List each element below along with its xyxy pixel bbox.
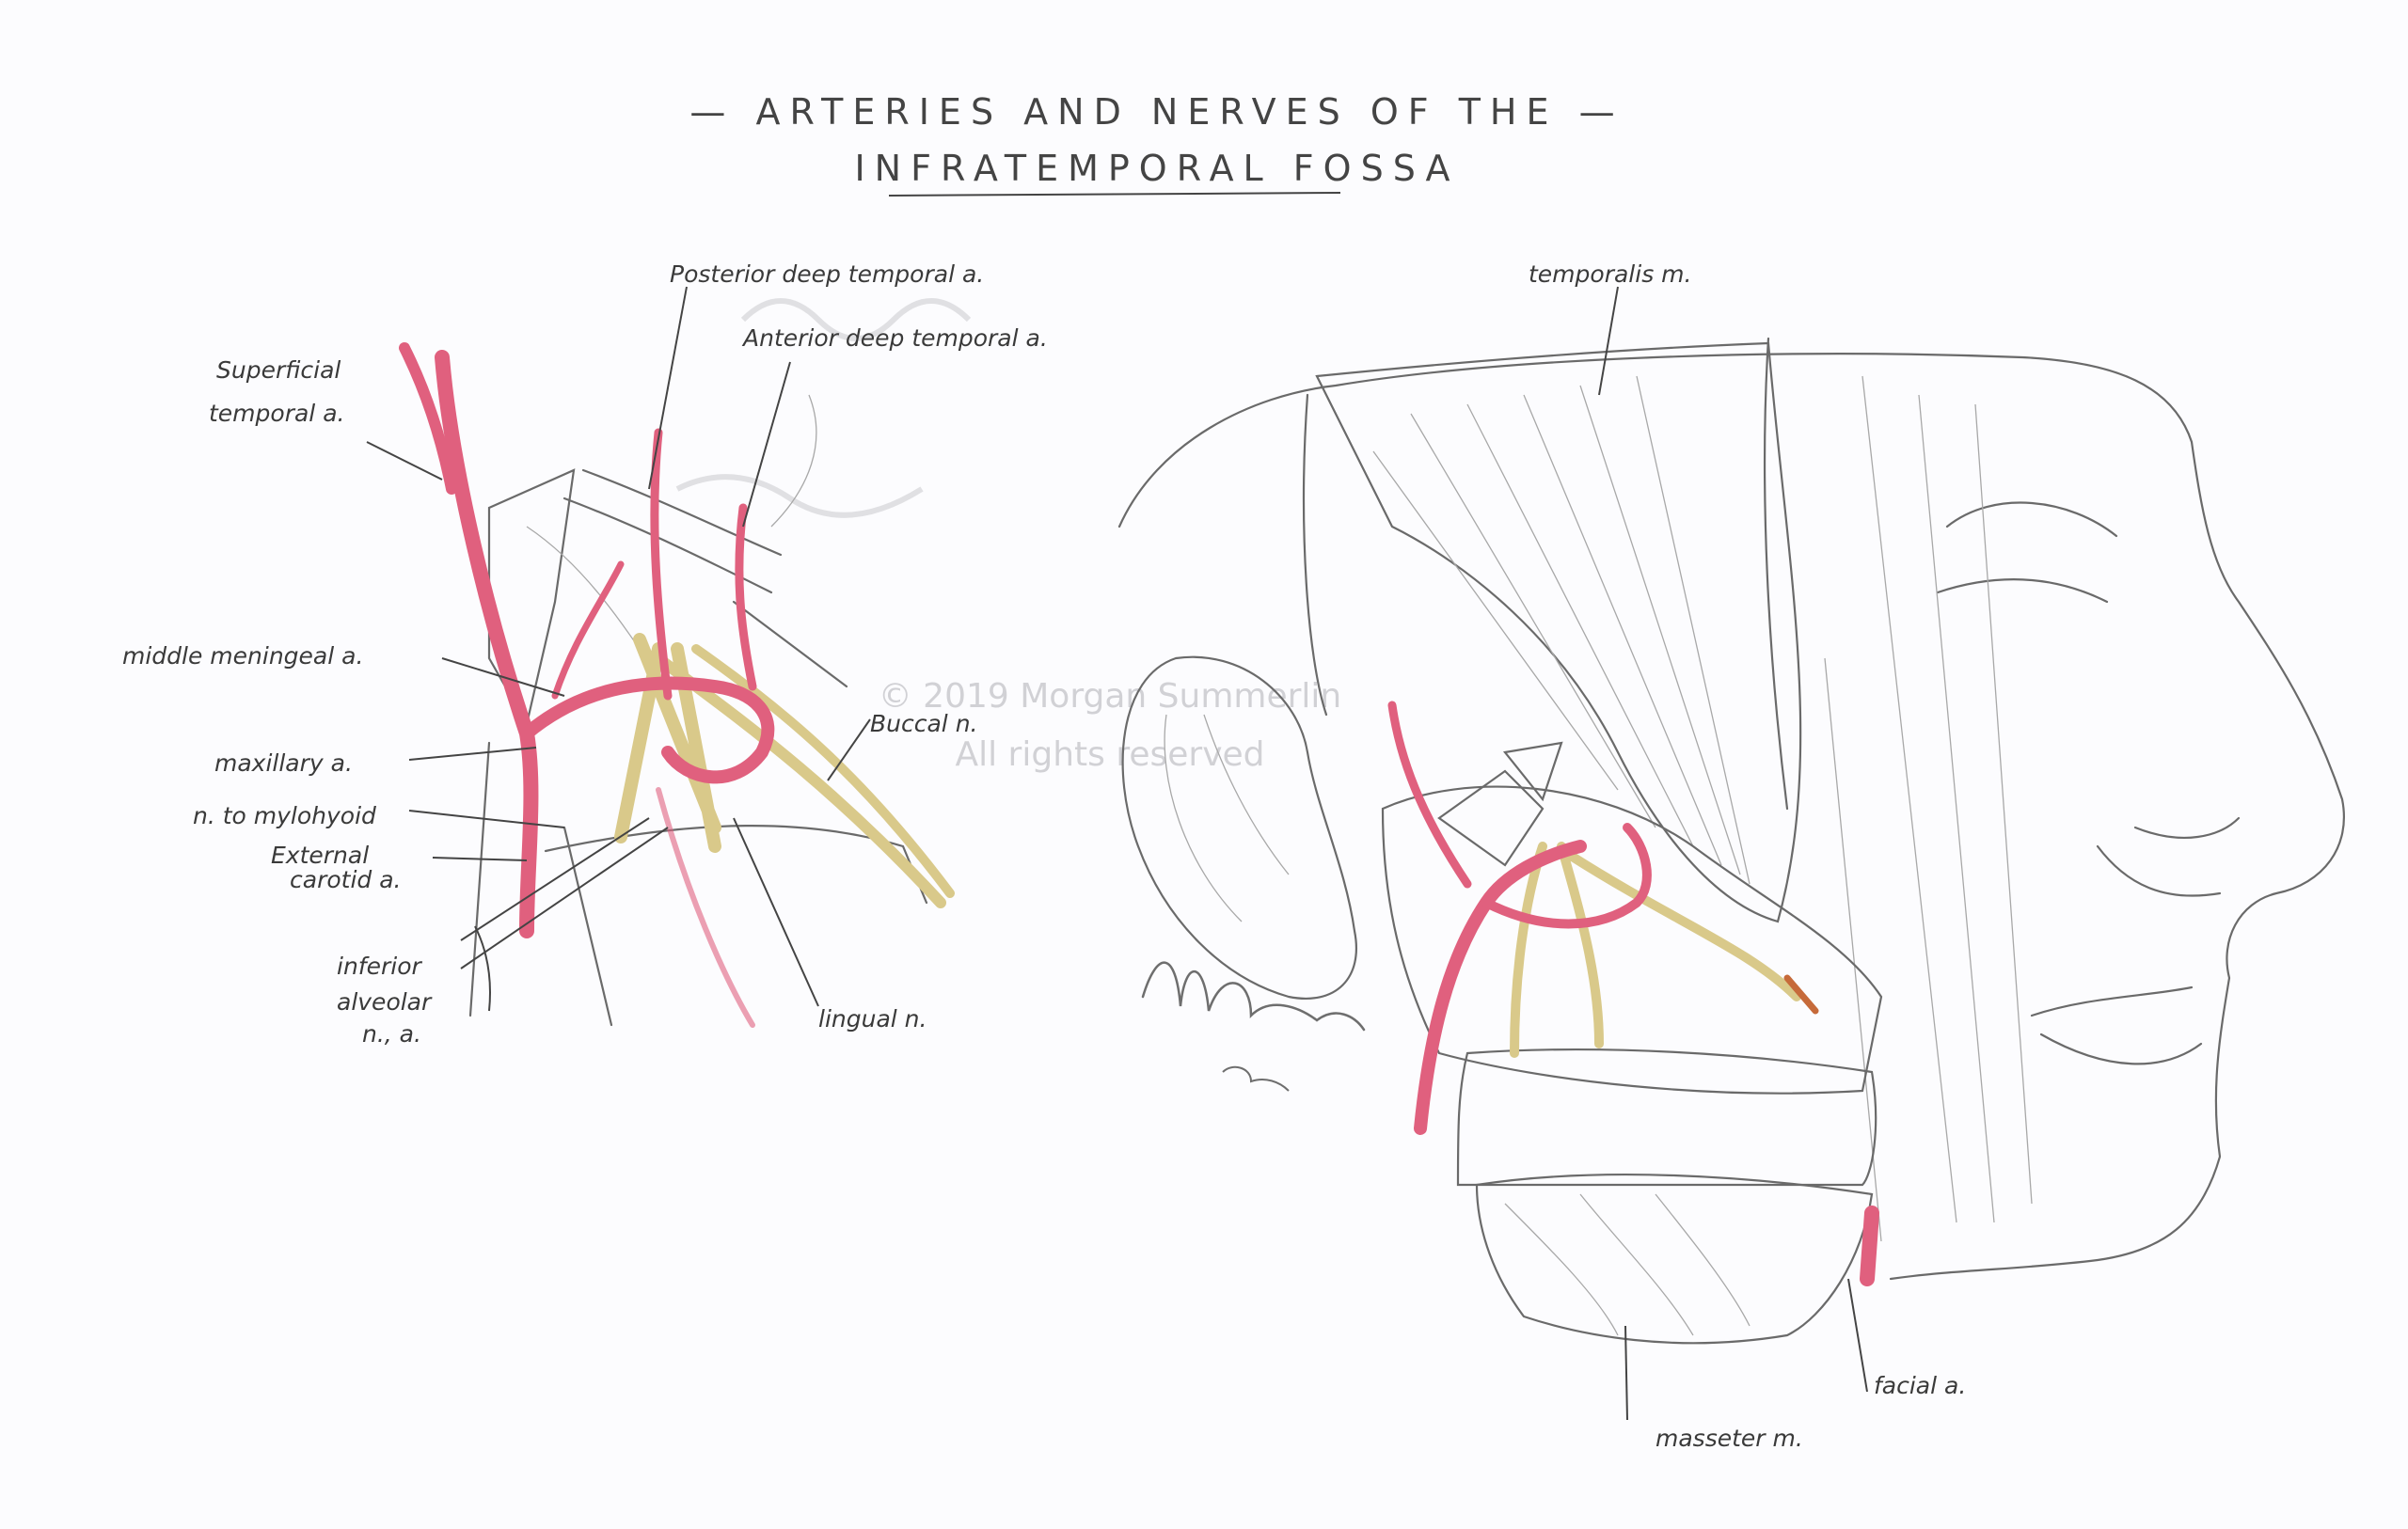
- parotid-duct-drawing: [1783, 974, 1819, 1015]
- bone-shading: [526, 394, 817, 678]
- right-leader-lines: [1598, 286, 1868, 1421]
- label-maxillary: maxillary a.: [214, 749, 353, 777]
- watermark-line-1: © 2019 Morgan Summerlin: [879, 677, 1342, 716]
- leader-inferior-alveolar: [460, 817, 669, 969]
- label-external-carotid-1: External: [271, 842, 369, 869]
- copyright-watermark: © 2019 Morgan Summerlin All rights reser…: [675, 298, 1342, 774]
- title-line-1: — ARTERIES AND NERVES OF THE —: [689, 91, 1624, 133]
- right-labels: temporalis m. masseter m. facial a.: [1529, 260, 1966, 1452]
- middle-meningeal-artery-drawing: [551, 560, 625, 700]
- nose-outline: [2096, 816, 2241, 897]
- masseter-muscle-outline: [1475, 1173, 1874, 1345]
- left-detail-drawing: [399, 342, 955, 1028]
- ramus-cut-outline: [1456, 1048, 1877, 1187]
- label-superficial-temporal-2: temporal a.: [209, 400, 344, 427]
- label-posterior-deep-temporal: Posterior deep temporal a.: [670, 260, 984, 288]
- left-labels: Superficial temporal a. Posterior deep t…: [122, 260, 1048, 1048]
- leader-posterior-deep-temporal: [648, 286, 688, 490]
- label-superficial-temporal-1: Superficial: [216, 356, 341, 384]
- inferior-alveolar-artery-drawing: [656, 787, 755, 1028]
- leader-maxillary: [408, 747, 537, 761]
- leader-n-to-mylohyoid: [408, 810, 565, 828]
- ear-shading: [1164, 714, 1290, 922]
- label-anterior-deep-temporal: Anterior deep temporal a.: [741, 324, 1048, 352]
- leader-lingual: [733, 817, 819, 1007]
- infratemporal-fossa-opening: [1381, 785, 1883, 1095]
- maxillary-artery-drawing: [520, 676, 775, 784]
- ear-outline: [1121, 655, 1357, 1000]
- external-carotid-artery-drawing: [435, 350, 539, 938]
- temporalis-muscle-outline: [1315, 341, 1802, 923]
- label-middle-meningeal: middle meningeal a.: [122, 642, 363, 670]
- label-temporalis: temporalis m.: [1529, 260, 1691, 288]
- fossa-external-carotid-artery: [1414, 840, 1587, 1135]
- buccal-nerve: [691, 644, 955, 898]
- label-inferior-alveolar-2: alveolar: [337, 988, 433, 1016]
- signature-scribble: [1141, 961, 1366, 1032]
- cut-condyle-pieces: [1437, 741, 1563, 867]
- title-line-2: INFRATEMPORAL FOSSA: [854, 148, 1459, 189]
- title-underline: [888, 192, 1341, 197]
- watermark-signature-scribble: [675, 298, 972, 518]
- posterior-deep-temporal-artery-drawing: [650, 428, 673, 701]
- lips-outline: [2030, 985, 2203, 1065]
- facial-artery-drawing: [1860, 1206, 1879, 1286]
- leader-superficial-temporal: [366, 441, 443, 481]
- leader-facial-artery: [1847, 1278, 1868, 1393]
- leader-masseter: [1624, 1325, 1628, 1421]
- temporalis-fibers: [1372, 375, 1751, 885]
- head-profile-outline: [1117, 353, 2345, 1281]
- face-shading: [1824, 375, 2033, 1242]
- leader-temporalis: [1598, 286, 1619, 396]
- label-external-carotid-2: carotid a.: [290, 866, 401, 893]
- left-leader-lines: [366, 286, 871, 1012]
- anterior-deep-temporal-artery-drawing: [735, 503, 757, 691]
- signature-date-scribble: [1222, 1065, 1290, 1092]
- fossa-nerves: [1510, 842, 1801, 1058]
- label-n-to-mylohyoid: n. to mylohyoid: [193, 802, 376, 829]
- eye-outline: [1936, 501, 2118, 604]
- leader-anterior-deep-temporal: [742, 361, 791, 528]
- fossa-maxillary-artery: [1481, 823, 1652, 929]
- label-lingual: lingual n.: [818, 1005, 927, 1032]
- zygomatic-arch-outline: [562, 468, 848, 688]
- leader-middle-meningeal: [441, 657, 565, 697]
- artist-signature: [1141, 961, 1366, 1092]
- label-inferior-alveolar-3: n., a.: [362, 1020, 421, 1048]
- fossa-superficial-temporal-artery: [1387, 701, 1472, 889]
- title-block: — ARTERIES AND NERVES OF THE — INFRATEMP…: [689, 91, 1624, 197]
- label-buccal: Buccal n.: [870, 710, 978, 737]
- bracket-inferior-alveolar: [474, 925, 491, 1012]
- masseter-fibers: [1504, 1193, 1751, 1336]
- superficial-temporal-artery-drawing: [399, 342, 457, 495]
- leader-external-carotid: [432, 857, 528, 861]
- label-masseter: masseter m.: [1656, 1425, 1803, 1452]
- label-facial-artery: facial a.: [1874, 1372, 1966, 1399]
- right-head-drawing: [1117, 337, 2345, 1345]
- temporalis-cut-edges: [1302, 337, 1789, 811]
- label-inferior-alveolar-1: inferior: [337, 953, 422, 980]
- leader-buccal: [827, 718, 871, 781]
